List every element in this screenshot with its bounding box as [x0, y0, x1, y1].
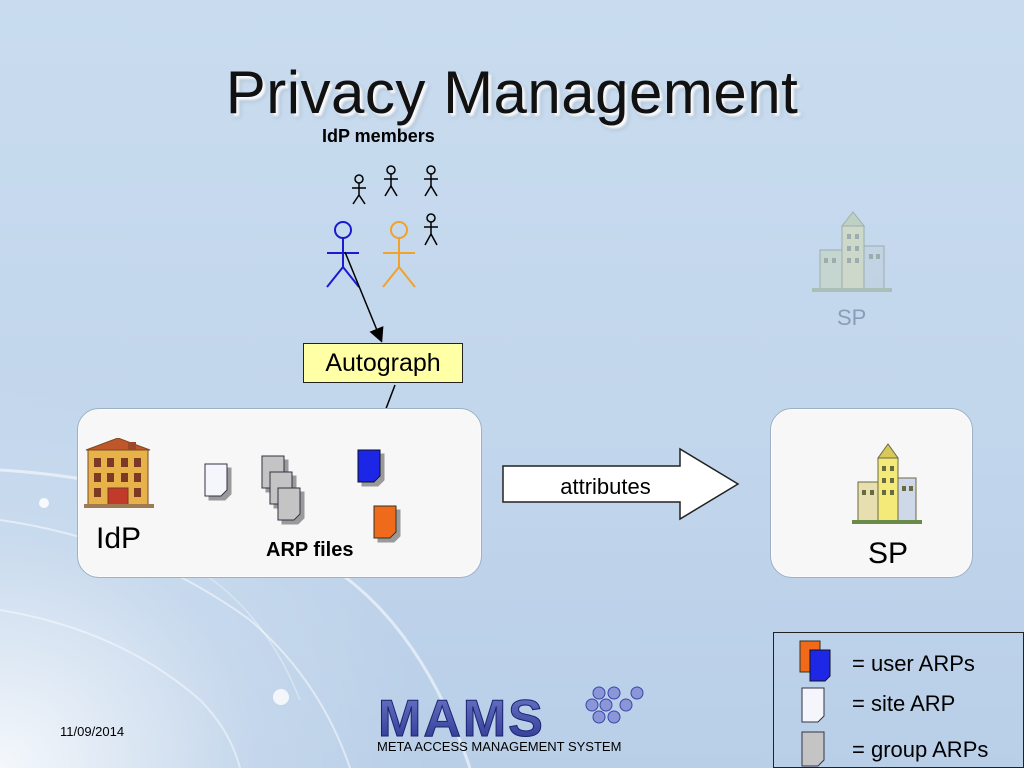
- arrow-user-to-autograph: [344, 251, 384, 343]
- legend-site-arp-label: = site ARP: [852, 691, 956, 716]
- mams-subtitle: META ACCESS MANAGEMENT SYSTEM: [377, 739, 622, 754]
- member-figure-small: [352, 174, 366, 205]
- site-arp-file-icon: [204, 463, 228, 497]
- mams-logo-text: MAMS: [378, 690, 545, 740]
- idp-building-icon: [84, 438, 154, 508]
- group-arp-file-icon: [277, 487, 301, 521]
- legend-user-arp-blue-icon: [809, 649, 831, 682]
- member-figure-small: [424, 165, 438, 197]
- sp-label: SP: [868, 537, 909, 570]
- legend-icons: [799, 640, 831, 767]
- attributes-arrow: [502, 447, 740, 521]
- legend-user-arps-label: = user ARPs: [852, 651, 975, 676]
- user-arp-file-orange-icon: [373, 505, 397, 539]
- idp-members-group: [326, 165, 438, 288]
- legend-group-arps-label: = group ARPs: [852, 737, 989, 762]
- member-figure-blue: [326, 221, 360, 288]
- arp-files-group: [204, 449, 397, 539]
- attributes-label: attributes: [560, 474, 651, 499]
- member-figure-small: [384, 165, 398, 197]
- sp-building-faded-icon: [812, 211, 892, 292]
- slide-date: 11/09/2014: [60, 724, 125, 739]
- arp-files-label: ARP files: [266, 539, 354, 561]
- legend-site-arp-icon: [801, 687, 825, 723]
- sp-faded-label: SP: [837, 305, 867, 330]
- idp-members-label: IdP members: [322, 126, 435, 146]
- slide-title: Privacy Management: [225, 59, 799, 126]
- autograph-box: Autograph: [303, 343, 463, 383]
- sp-building-icon: [852, 443, 922, 524]
- member-figure-small: [424, 213, 438, 246]
- legend-group-arp-icon: [801, 731, 825, 767]
- member-figure-orange: [382, 221, 416, 288]
- user-arp-file-blue-icon: [357, 449, 381, 483]
- idp-label: IdP: [96, 522, 142, 555]
- mams-logo: MAMS: [378, 686, 644, 740]
